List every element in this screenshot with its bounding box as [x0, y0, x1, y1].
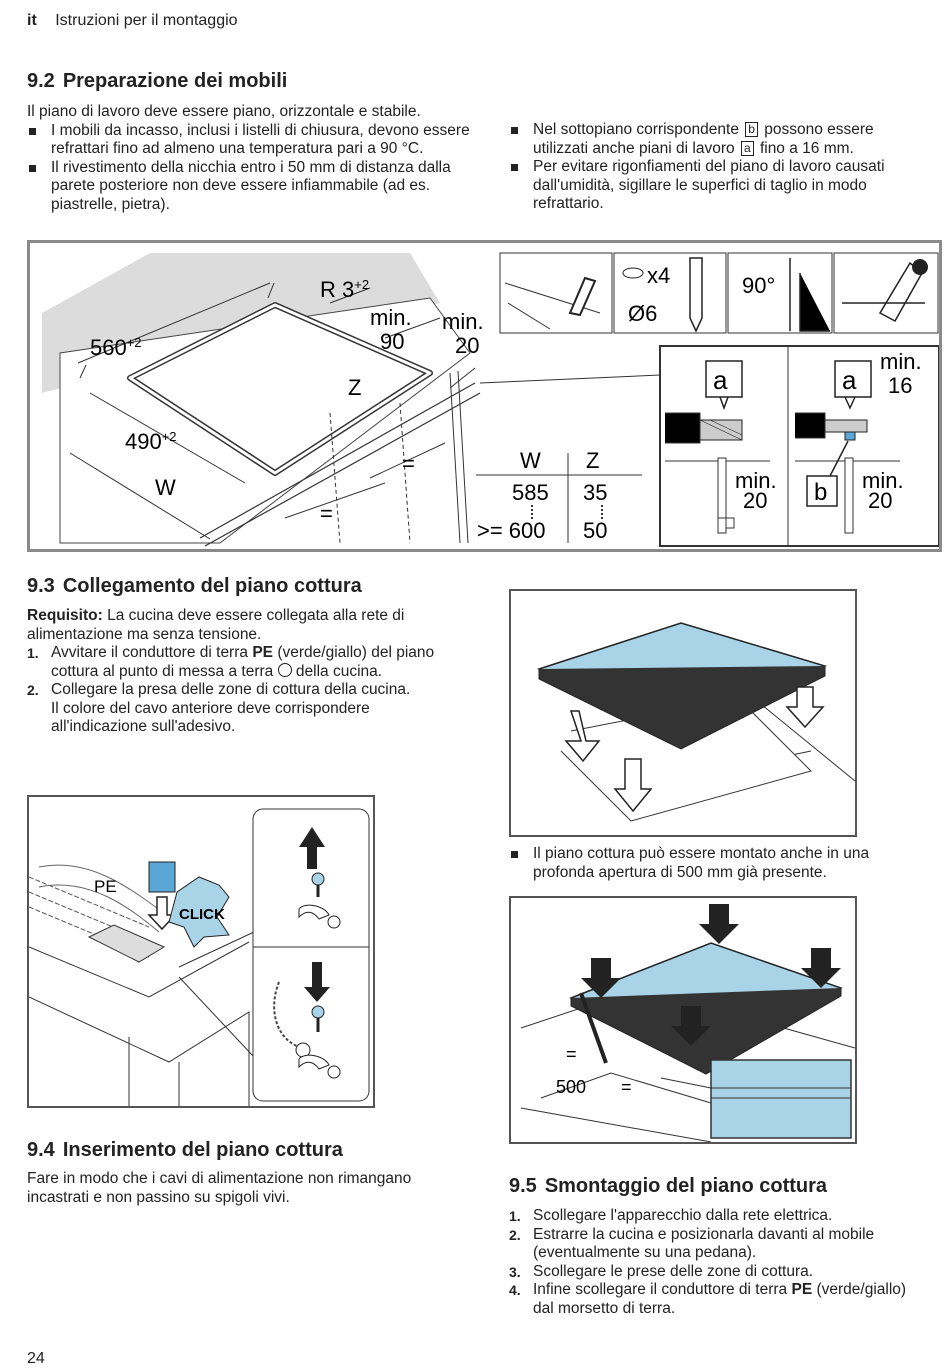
table-z2: 50 [583, 518, 607, 543]
section-9-3-body: Requisito: La cucina deve essere collega… [27, 607, 467, 737]
dim-equal-1: = [402, 451, 415, 476]
list-item: 1.Scollegare l'apparecchio dalla rete el… [509, 1207, 833, 1224]
click-label: CLICK [179, 906, 225, 923]
detail-label-a2: a [842, 365, 857, 395]
list-item: I mobili da incasso, inclusi i listelli … [27, 122, 477, 159]
cutout-drawing: 560+2 R 3+2 min. 90 min. 20 Z 490+2 W = … [42, 252, 940, 547]
list-item: 1.Avvitare il conduttore di terra PE (ve… [27, 644, 435, 680]
list-item: Per evitare rigonfiamenti del piano di l… [509, 158, 924, 214]
dim-equal-2: = [320, 501, 333, 526]
detail-min-label-2: min. [880, 349, 922, 374]
hob-insert-figure [509, 589, 857, 837]
section-9-2-left: Il piano di lavoro deve essere piano, or… [27, 103, 477, 214]
table-head-w: W [520, 448, 541, 473]
detail-label-a1: a [713, 365, 728, 395]
min-90-value: 90 [380, 329, 404, 354]
hob-500-figure: 500 = = [509, 896, 857, 1144]
tool-icons: x4 Ø6 90° [499, 252, 939, 334]
list-item: 3.Scollegare le prese delle zone di cott… [509, 1262, 814, 1280]
list-item: 2.Collegare la presa delle zone di cottu… [27, 681, 411, 735]
dim-w: W [155, 475, 176, 500]
dim-500: 500 [556, 1077, 586, 1097]
list-item: Il piano cottura può essere montato anch… [509, 845, 924, 882]
min-20-label: min. [442, 309, 484, 334]
symbol-a: a [740, 140, 754, 156]
note-500: Il piano cottura può essere montato anch… [509, 845, 924, 882]
list-item: 2.Estrarre la cucina e posizionarla dava… [509, 1225, 875, 1262]
page-header: it Istruzioni per il montaggio [27, 12, 238, 30]
angle-90: 90° [742, 273, 775, 298]
list-item: Il rivestimento della nicchia entro i 50… [27, 159, 477, 215]
symbol-b: b [745, 122, 758, 137]
drill-diameter: Ø6 [628, 301, 657, 326]
ground-icon [277, 662, 292, 677]
dim-radius: R 3+2 [320, 277, 369, 302]
cutout-dimensions-figure: 560+2 R 3+2 min. 90 min. 20 Z 490+2 W = … [27, 240, 942, 552]
list-item: Nel sottopiano corrispondente b possono … [509, 121, 924, 158]
table-w2: >= 600 [477, 518, 546, 543]
detail-min-20-1: 20 [743, 488, 767, 513]
language-code: it [27, 12, 37, 29]
pe-label: PE [94, 877, 117, 896]
section-9-2-right: Nel sottopiano corrispondente b possono … [509, 121, 924, 214]
header-title: Istruzioni per il montaggio [55, 12, 238, 29]
requirement: Requisito: La cucina deve essere collega… [27, 607, 405, 643]
table-z1: 35 [583, 480, 607, 505]
detail-label-b: b [814, 479, 827, 506]
table-w1: 585 [512, 480, 549, 505]
dim-500-equal-2: = [621, 1077, 632, 1097]
list-item: 4.Infine scollegare il conduttore di ter… [509, 1281, 907, 1317]
detail-min-16: 16 [888, 373, 912, 398]
detail-min-label-1: min. [735, 468, 777, 493]
page-number: 24 [27, 1350, 45, 1367]
intro-text: Il piano di lavoro deve essere piano, or… [27, 103, 421, 120]
section-9-5-body: 1.Scollegare l'apparecchio dalla rete el… [509, 1207, 924, 1318]
dim-490: 490+2 [125, 429, 177, 454]
dim-z: Z [348, 375, 361, 400]
table-head-z: Z [586, 448, 599, 473]
min-20-value: 20 [455, 333, 479, 358]
left-bullets: I mobili da incasso, inclusi i listelli … [27, 122, 477, 215]
drill-count: x4 [647, 263, 670, 288]
detail-min-20-2: 20 [868, 488, 892, 513]
section-9-4-body: Fare in modo che i cavi di alimentazione… [27, 1170, 412, 1206]
detail-min-label-3: min. [862, 468, 904, 493]
dim-500-equal-1: = [566, 1044, 577, 1064]
connection-figure: CLICK PE [27, 795, 375, 1108]
min-90-label: min. [370, 305, 412, 330]
dim-560: 560+2 [90, 335, 142, 360]
